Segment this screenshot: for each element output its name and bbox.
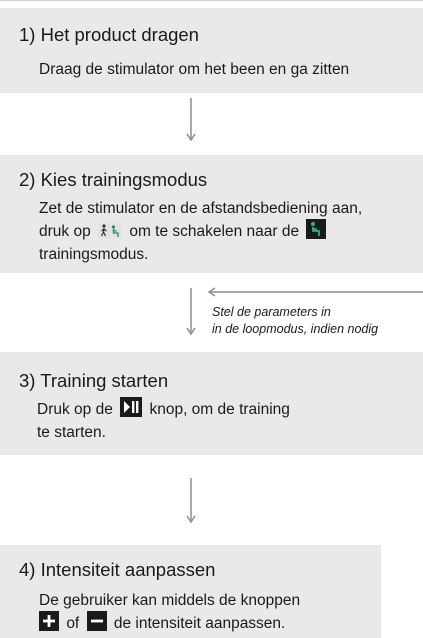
down-arrow-2 — [186, 288, 196, 336]
down-arrow-3 — [186, 478, 196, 524]
step-3-box: 3) Training starten Druk op de knop, om … — [0, 352, 423, 455]
top-divider — [0, 0, 423, 1]
minus-icon — [86, 611, 107, 637]
step-2-text-line-2b: om te schakelen naar de — [129, 223, 300, 240]
step-1-box: 1) Het product dragen Draag de stimulato… — [0, 8, 423, 93]
step-4-text-line-1: De gebruiker kan middels de knoppen — [39, 592, 301, 609]
plus-icon — [39, 611, 59, 637]
step-3-text-line-1: Druk op de knop, om de training — [37, 397, 290, 423]
step-1-title: 1) Het product dragen — [19, 24, 199, 45]
step-2-text-line-2a: druk op — [39, 223, 91, 240]
down-arrow-1 — [186, 98, 196, 142]
step-2-body: Zet de stimulator en de afstandsbedienin… — [39, 199, 362, 265]
side-note-line-2: in de loopmodus, indien nodig — [212, 322, 379, 336]
step-4-text-line-2b: of — [66, 615, 80, 632]
play-pause-icon — [120, 397, 143, 423]
step-2-text-line-3: trainingsmodus. — [39, 246, 149, 263]
step-3-title: 3) Training starten — [19, 370, 169, 391]
step-2-text-line-1: Zet de stimulator en de afstandsbedienin… — [39, 200, 363, 217]
step-4-text-line-2: of de intensiteit aanpassen. — [39, 611, 300, 637]
side-note: Stel de parameters in in de loopmodus, i… — [212, 304, 378, 338]
step-2-box: 2) Kies trainingsmodus Zet de stimulator… — [0, 155, 423, 273]
step-4-title: 4) Intensiteit aanpassen — [19, 559, 216, 580]
step-3-text-line-1a: Druk op de — [37, 401, 113, 418]
step-4-box: 4) Intensiteit aanpassen De gebruiker ka… — [0, 545, 381, 638]
step-1-text: Draag de stimulator om het been en ga zi… — [39, 61, 350, 78]
step-2-text-line-2: druk op om te schakelen naar de — [39, 219, 362, 245]
seated-training-icon — [306, 219, 327, 245]
step-3-body: Druk op de knop, om de training te start… — [37, 397, 290, 443]
step-1-body: Draag de stimulator om het been en ga zi… — [39, 60, 349, 80]
step-4-text-line-2c: de intensiteit aanpassen. — [113, 615, 286, 632]
side-note-line-1: Stel de parameters in — [212, 305, 331, 319]
step-4-body: De gebruiker kan middels de knoppen of d… — [39, 591, 300, 637]
step-3-text-line-1b: knop, om de training — [149, 401, 290, 418]
step-2-title: 2) Kies trainingsmodus — [19, 169, 208, 190]
walk-sit-mode-icon — [98, 223, 123, 245]
side-input-arrow — [207, 287, 423, 297]
step-3-text-line-2: te starten. — [37, 424, 106, 441]
